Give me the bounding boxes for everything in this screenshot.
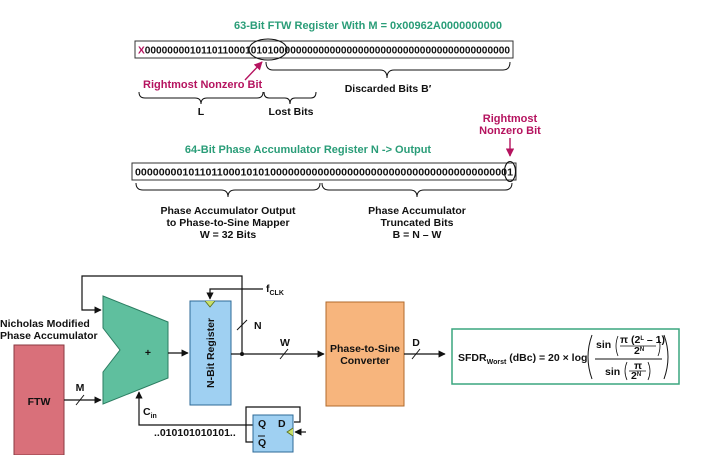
ftw-x-prefix: X [138, 46, 145, 57]
register-clock-marker [204, 300, 216, 308]
ff-d-label: D [278, 418, 286, 430]
ff-clock-marker [286, 427, 294, 437]
ftw-register-bits: X000000001011011000101010000000000000000… [138, 46, 510, 57]
output-label-line2: to Phase-to-Sine Mapper [166, 217, 289, 229]
fclk-subscript: CLK [270, 290, 284, 297]
brace-L-label: L [198, 106, 205, 118]
m-label: M [76, 382, 85, 394]
accumulator-label-line2: Phase Accumulator [0, 330, 98, 342]
adder-block [102, 295, 169, 405]
phase-circled-bit-marker [503, 160, 517, 183]
formula-den-paren-l [624, 361, 628, 381]
m-bus-slash [75, 394, 85, 406]
sequence-label: ..010101010101.. [154, 427, 236, 439]
brace-discarded-bits-label: Discarded Bits B′ [345, 83, 432, 95]
phase-to-sine-converter-block [325, 301, 405, 407]
ftw-register-box [134, 40, 514, 59]
ftw-block-label: FTW [28, 396, 51, 408]
brace-discarded-bits [265, 61, 511, 79]
rightmost-label-line1: Rightmost [483, 113, 538, 125]
cin-label: Cin [143, 406, 157, 420]
ftw-circled-bits-marker [248, 38, 288, 61]
brace-lost-bits-label: Lost Bits [269, 106, 314, 118]
carry-in-wire [135, 391, 253, 426]
junction-dot [240, 352, 244, 356]
feedback-wire [81, 275, 243, 354]
n-label: N [254, 320, 262, 332]
brace-lost-bits [263, 91, 317, 105]
phase-bit-circled: 01 [501, 168, 513, 179]
ff-q-label: Q [258, 418, 266, 430]
formula-den-paren-r [647, 361, 651, 381]
rightmost-arrow [244, 61, 263, 81]
formula-den-pi: π [634, 360, 642, 372]
truncated-label-line1: Phase Accumulator [368, 205, 466, 217]
converter-label-line2: Converter [340, 355, 390, 367]
phase-bits-main: 0000000010110110001010100000000000000000… [135, 168, 501, 179]
brace-L [138, 91, 264, 105]
n-bit-register-block [189, 300, 232, 406]
truncated-label-line2: Truncated Bits [381, 217, 454, 229]
formula-num-bottom: 2N [634, 345, 644, 357]
n-bit-register-label: N-Bit Register [205, 318, 217, 388]
formula-lhs: SFDRWorst (dBc) = 20 × log [458, 352, 587, 366]
formula-num-top: π (2L – 1) [620, 334, 665, 346]
d-label: D [412, 337, 420, 349]
output-label-line1: Phase Accumulator Output [161, 205, 296, 217]
output-label-line3: W = 32 Bits [200, 229, 256, 241]
brace-truncated-bits [321, 182, 513, 198]
rightmost-label-line2: Nonzero Bit [479, 125, 541, 137]
phase-register-bits: 0000000010110110001010100000000000000000… [135, 168, 513, 179]
cin-subscript: in [151, 413, 157, 420]
adder-plus: + [145, 347, 151, 359]
ftw-bits-tail: 000000000000000000000000000000000000000 [290, 46, 510, 57]
fclk-label: fCLK [266, 283, 284, 297]
truncated-label-line3: B = N – W [393, 229, 442, 241]
formula-num-paren-r [657, 335, 661, 357]
d-bus-slash [411, 348, 421, 360]
ff-feedback-wire [245, 406, 301, 443]
n-bus-slash [236, 319, 248, 331]
formula-num-paren-l [615, 335, 619, 357]
brace-output-bits [135, 182, 321, 198]
phase-register-title: 64-Bit Phase Accumulator Register N -> O… [185, 144, 432, 156]
fclk-wire [206, 288, 263, 300]
ftw-bits-head: 000000001011011000101 [145, 46, 262, 57]
ftw-register-title: 63-Bit FTW Register With M = 0x00962A000… [234, 20, 502, 32]
w-label: W [280, 337, 290, 349]
accumulator-label-line1: Nicholas Modified [0, 318, 90, 330]
formula-box [451, 328, 680, 385]
formula-num-sin: sin [596, 339, 611, 351]
ff-qbar-label: Q [258, 437, 266, 449]
converter-label-line1: Phase-to-Sine [330, 343, 400, 355]
formula-lhs-subscript: Worst [487, 359, 507, 366]
formula-paren-left [587, 334, 593, 380]
formula-paren-right [663, 334, 669, 380]
w-bus-slash [279, 348, 289, 360]
formula-den-bottom: 2N [631, 370, 641, 382]
rightmost-nonzero-label: Rightmost Nonzero Bit [143, 79, 262, 91]
formula-den-sin: sin [605, 366, 620, 378]
ftw-bits-circled: 01000 [262, 46, 290, 57]
